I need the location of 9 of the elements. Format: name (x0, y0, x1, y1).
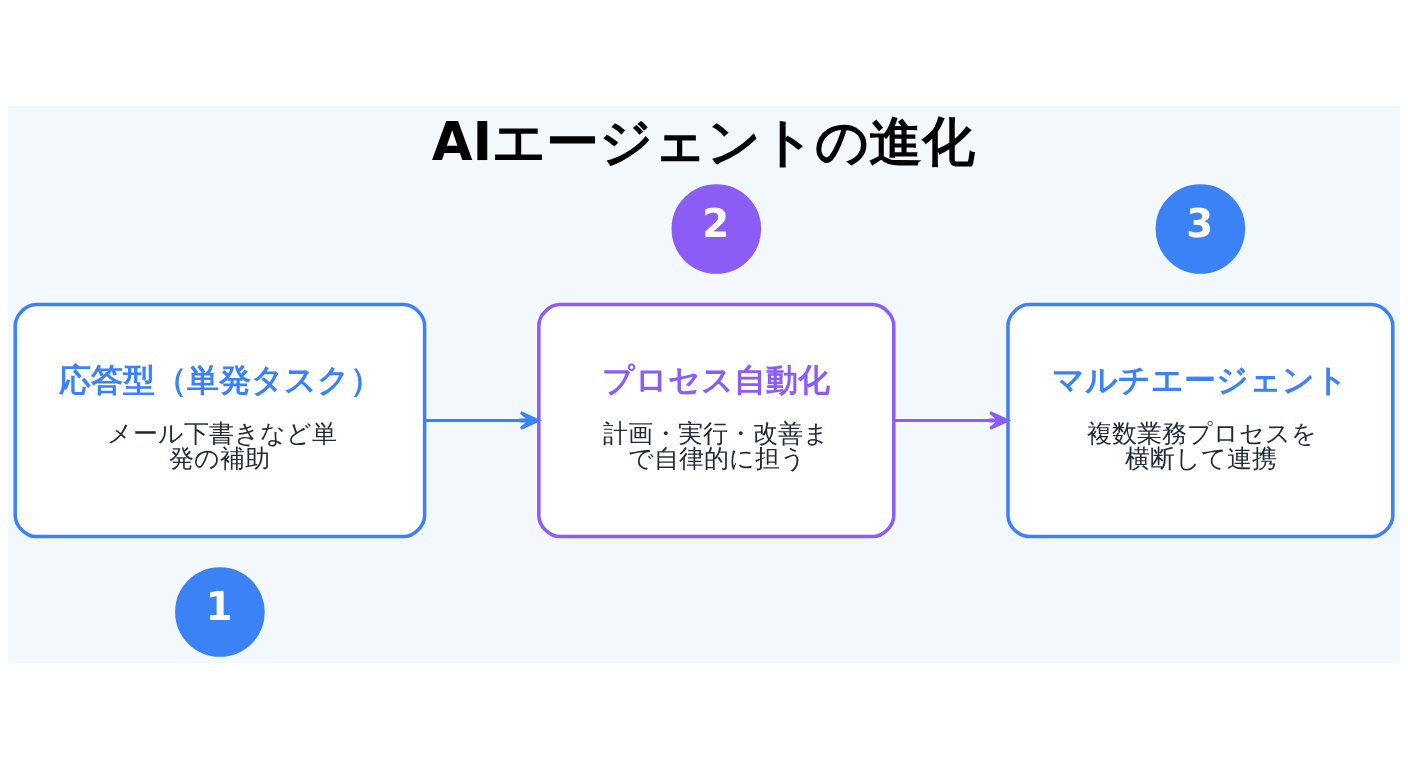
arrow (894, 410, 1010, 430)
node-circle: 3 (1155, 183, 1246, 274)
node-box: 応答型（単発タスク） メール下書きなど単発の補助 (13, 302, 427, 538)
diagram-title: AIエージェントの進化 (431, 110, 976, 172)
node-circle: 2 (671, 183, 762, 274)
arrow (425, 410, 540, 430)
node-circle: 1 (175, 566, 265, 657)
node-box: マルチエージェント 複数業務プロセスを横断して連携 (1006, 302, 1395, 538)
node-box: プロセス自動化 計画・実行・改善まで自律的に担う (537, 302, 896, 538)
